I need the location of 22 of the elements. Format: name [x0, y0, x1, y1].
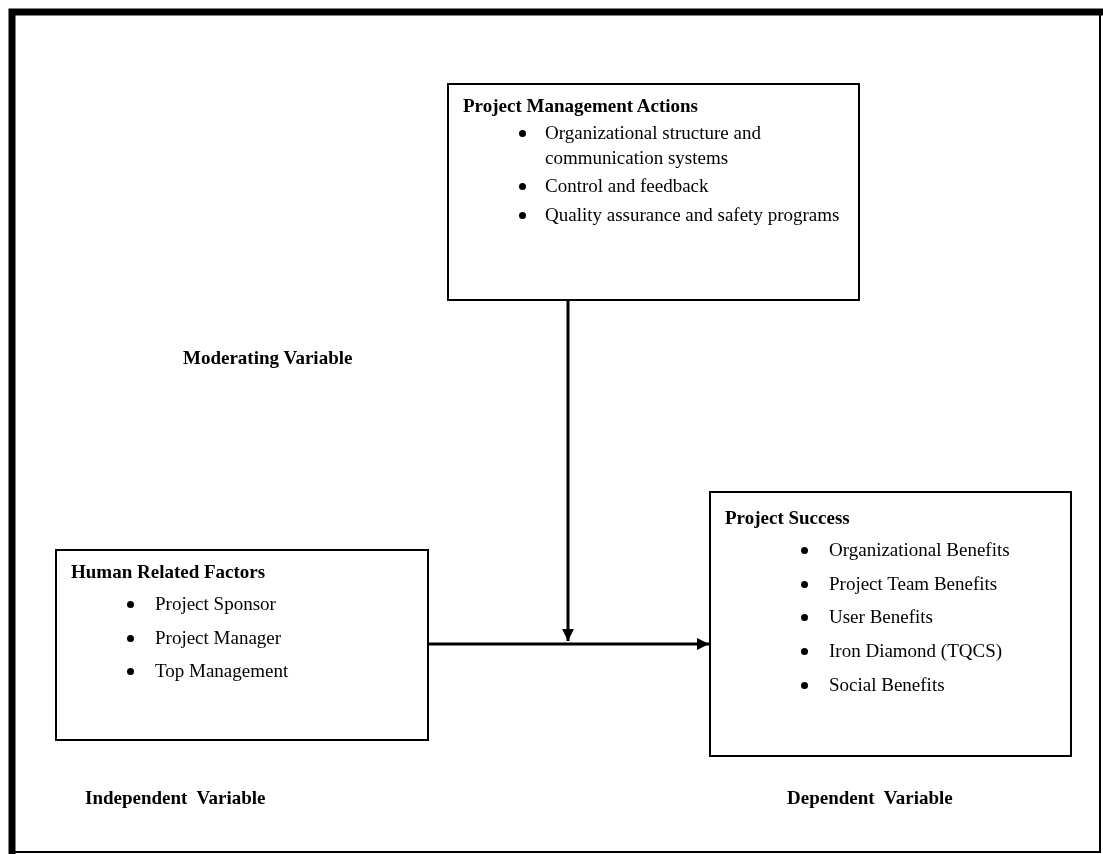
bullet-text: Project Sponsor [155, 593, 276, 614]
bullet-text: Social Benefits [829, 673, 945, 695]
bullet-text: Quality assurance and safety programs [545, 204, 840, 226]
variable-label: Independent Variable [85, 787, 266, 809]
bullet-text: Project Team Benefits [829, 572, 998, 594]
text-box [709, 491, 1072, 757]
bullet-text: Top Management [155, 660, 289, 682]
text-box [55, 549, 429, 741]
variable-label: Moderating Variable [183, 347, 353, 369]
bullet-text: Organizational Benefits [829, 539, 1010, 560]
box-heading: Project Success [725, 507, 851, 529]
arrow [429, 638, 709, 650]
bullet-text: Organizational structure and communication systems [545, 122, 761, 168]
arrow [562, 301, 574, 641]
bullet-text: Control and feedback [545, 175, 709, 197]
bullet-text: Iron Diamond (TQCS) [829, 640, 1003, 662]
text-box [447, 83, 860, 301]
box-heading: Project Management Actions [463, 95, 699, 117]
variable-label: Dependent Variable [787, 787, 953, 809]
box-heading: Human Related Factors [71, 561, 267, 583]
bullet-text: Project Manager [155, 626, 282, 648]
bullet-text: User Benefits [829, 606, 933, 628]
